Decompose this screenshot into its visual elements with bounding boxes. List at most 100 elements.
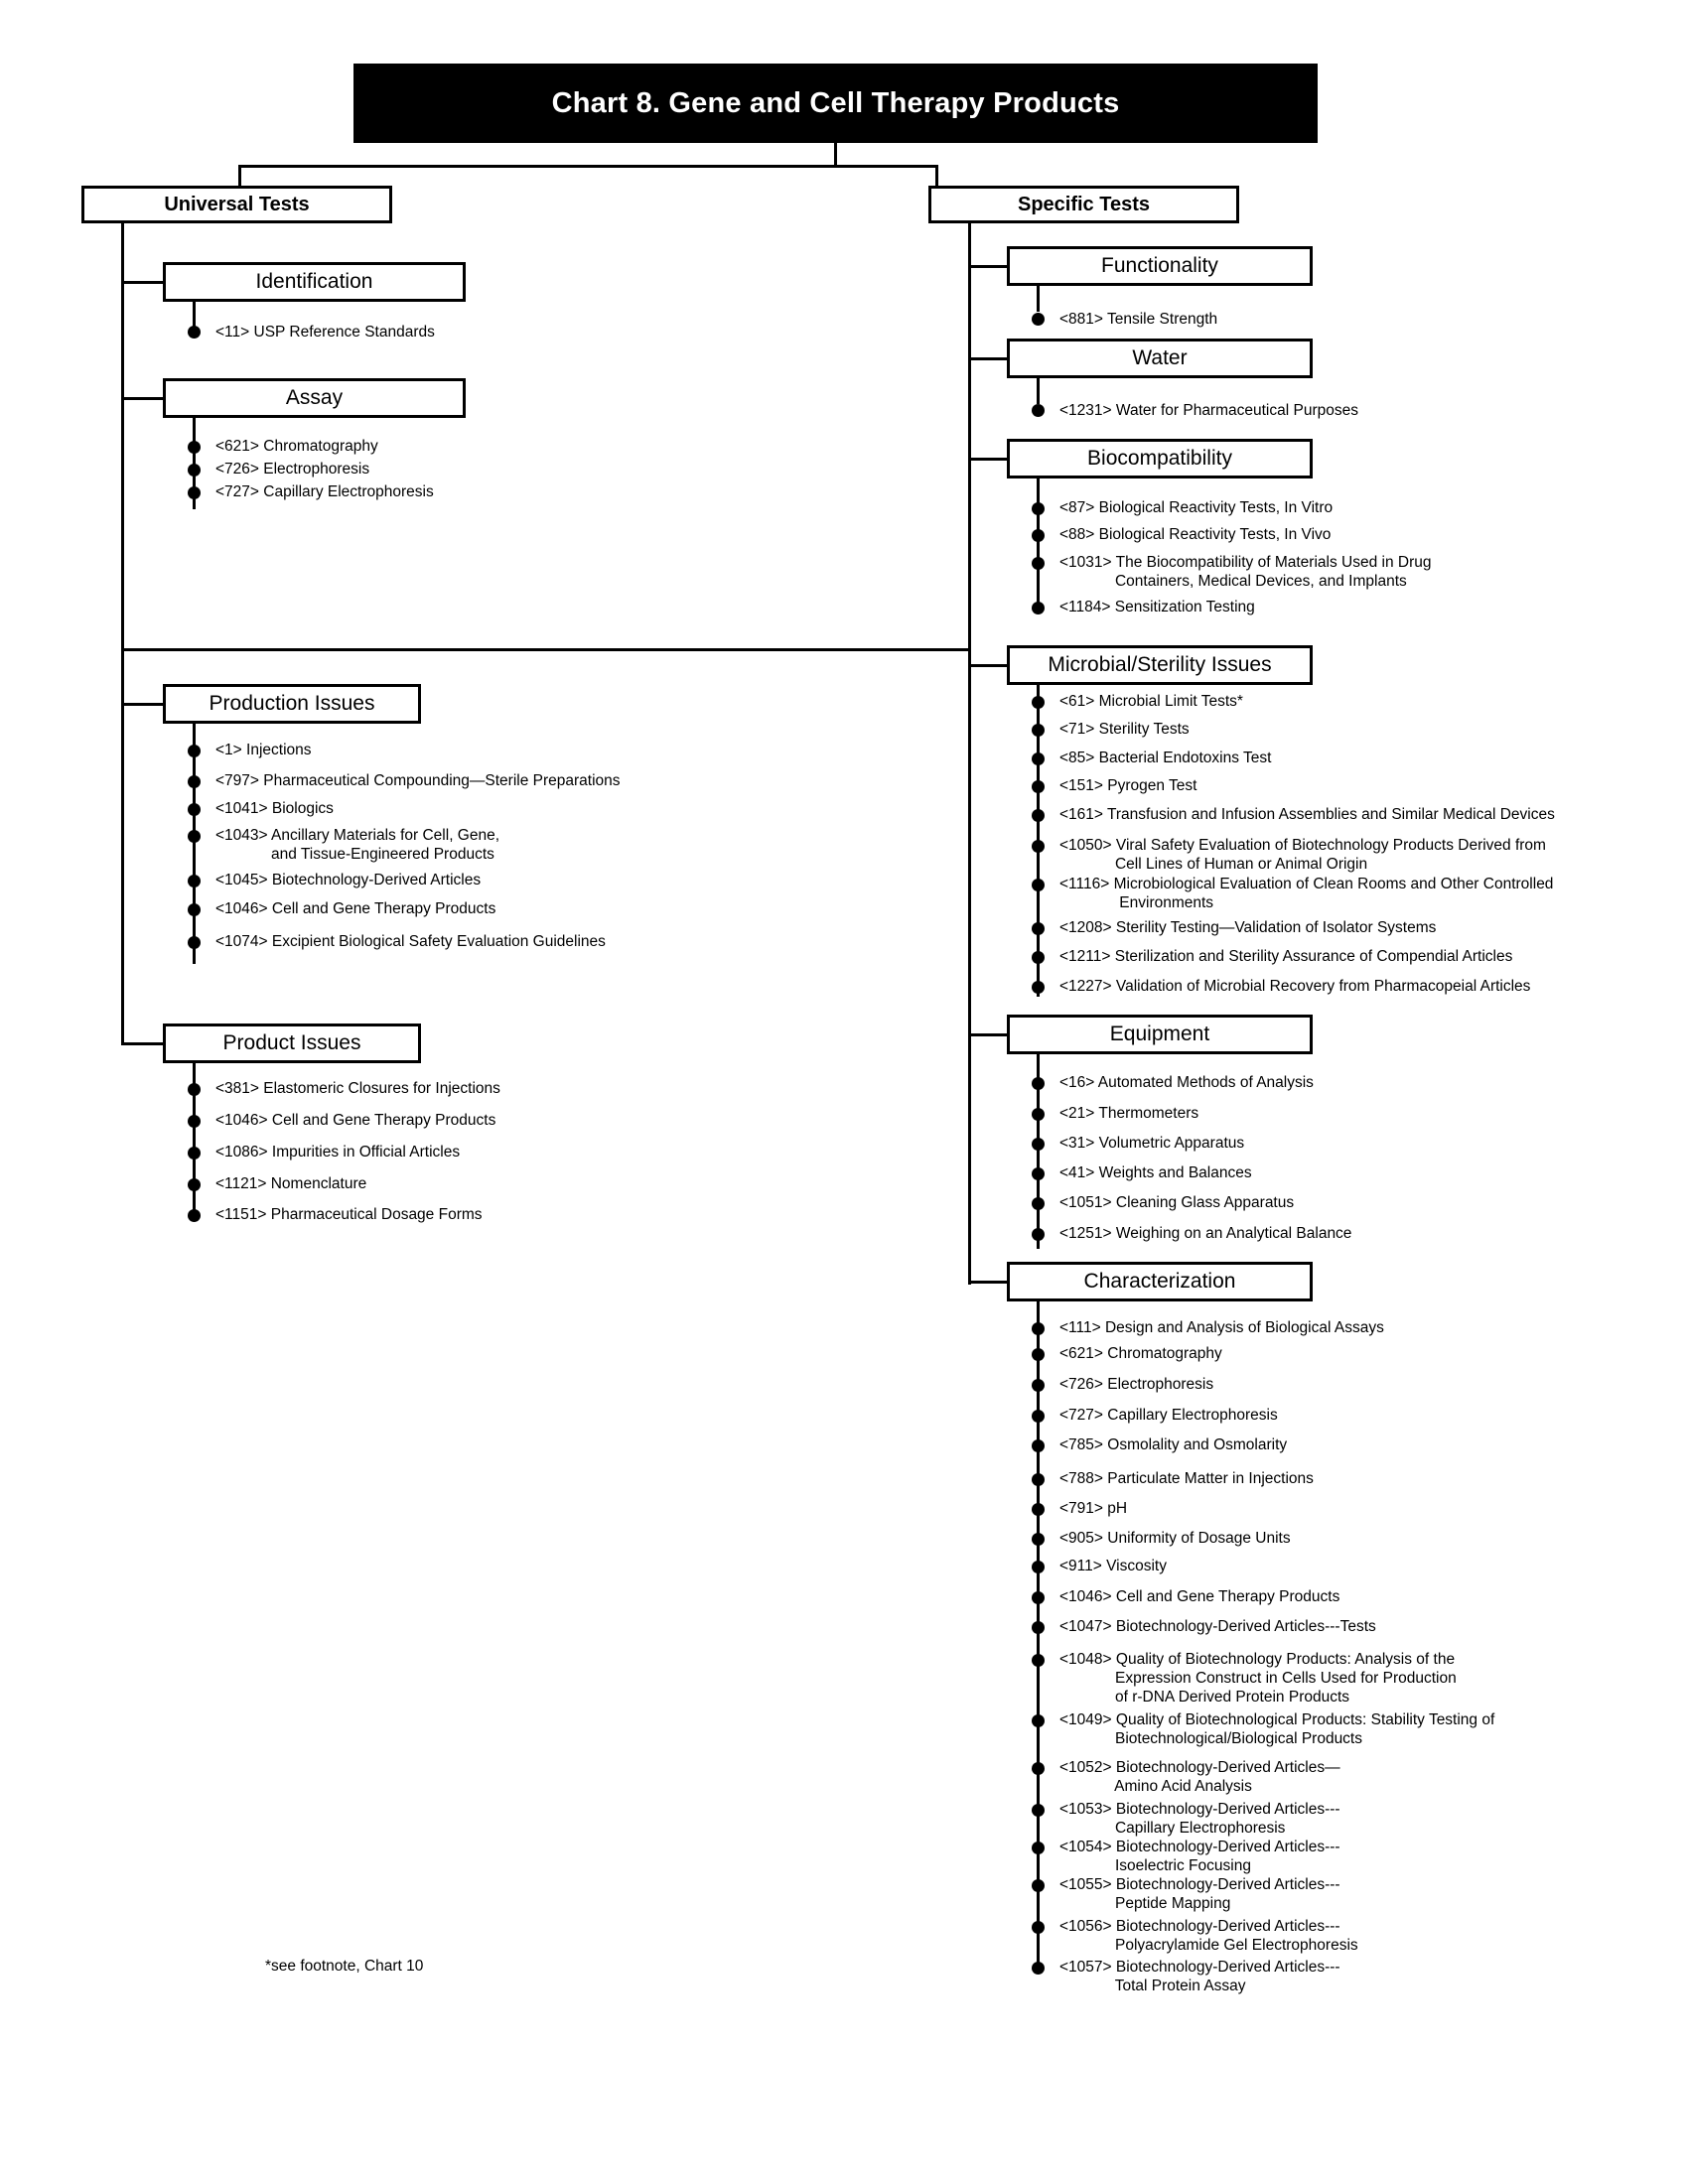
bullet-icon bbox=[1032, 1804, 1045, 1817]
list-item[interactable]: <1043> Ancillary Materials for Cell, Gen… bbox=[188, 826, 621, 871]
list-item-label: <16> Automated Methods of Analysis bbox=[1059, 1074, 1314, 1091]
node-product-issues[interactable]: Product Issues bbox=[163, 1024, 421, 1063]
bullet-icon bbox=[1032, 1077, 1045, 1090]
node-identification[interactable]: Identification bbox=[163, 262, 466, 302]
list-item[interactable]: <727> Capillary Electrophoresis bbox=[1032, 1406, 1494, 1435]
list-item[interactable]: <1251> Weighing on an Analytical Balance bbox=[1032, 1224, 1351, 1248]
list-item-label: <1056> Biotechnology-Derived Articles---… bbox=[1059, 1918, 1358, 1954]
list-item[interactable]: <726> Electrophoresis bbox=[1032, 1375, 1494, 1406]
list-item[interactable]: <1049> Quality of Biotechnological Produ… bbox=[1032, 1710, 1494, 1758]
list-item[interactable]: <1054> Biotechnology-Derived Articles---… bbox=[1032, 1838, 1494, 1875]
list-item[interactable]: <1121> Nomenclature bbox=[188, 1174, 500, 1205]
list-item[interactable]: <87> Biological Reactivity Tests, In Vit… bbox=[1032, 498, 1432, 525]
list-item-label: <1184> Sensitization Testing bbox=[1059, 599, 1255, 615]
list-item[interactable]: <1048> Quality of Biotechnology Products… bbox=[1032, 1650, 1494, 1710]
list-item[interactable]: <381> Elastomeric Closures for Injection… bbox=[188, 1079, 500, 1111]
list-item[interactable]: <151> Pyrogen Test bbox=[1032, 776, 1555, 805]
bullet-icon bbox=[188, 830, 201, 843]
list-item[interactable]: <1227> Validation of Microbial Recovery … bbox=[1032, 977, 1555, 1001]
footnote-text: *see footnote, Chart 10 bbox=[265, 1958, 424, 1975]
list-item-label: <727> Capillary Electrophoresis bbox=[1059, 1407, 1278, 1424]
bullet-icon bbox=[1032, 1533, 1045, 1546]
bullet-icon bbox=[1032, 502, 1045, 515]
bullet-icon bbox=[188, 441, 201, 454]
list-item[interactable]: <797> Pharmaceutical Compounding—Sterile… bbox=[188, 771, 621, 799]
list-item[interactable]: <1055> Biotechnology-Derived Articles---… bbox=[1032, 1875, 1494, 1917]
connector-microbial bbox=[968, 664, 1009, 667]
node-assay[interactable]: Assay bbox=[163, 378, 466, 418]
list-item[interactable]: <31> Volumetric Apparatus bbox=[1032, 1134, 1351, 1163]
node-universal-tests[interactable]: Universal Tests bbox=[81, 186, 392, 223]
bullet-icon bbox=[1032, 879, 1045, 891]
bullet-icon bbox=[1032, 780, 1045, 793]
bullet-icon bbox=[1032, 951, 1045, 964]
list-item[interactable]: <1056> Biotechnology-Derived Articles---… bbox=[1032, 1917, 1494, 1958]
connector-water bbox=[968, 357, 1009, 360]
list-item[interactable]: <1> Injections bbox=[188, 741, 621, 771]
list-item[interactable]: <726> Electrophoresis bbox=[188, 460, 434, 482]
connector-identification bbox=[121, 281, 164, 284]
bullet-icon bbox=[1032, 1108, 1045, 1121]
node-biocompatibility[interactable]: Biocompatibility bbox=[1007, 439, 1313, 478]
list-item-label: <1049> Quality of Biotechnological Produ… bbox=[1059, 1711, 1495, 1747]
list-item[interactable]: <1045> Biotechnology-Derived Articles bbox=[188, 871, 621, 899]
list-item[interactable]: <1041> Biologics bbox=[188, 799, 621, 826]
list-item[interactable]: <1053> Biotechnology-Derived Articles---… bbox=[1032, 1800, 1494, 1838]
list-item-label: <1211> Sterilization and Sterility Assur… bbox=[1059, 948, 1513, 965]
list-item[interactable]: <1116> Microbiological Evaluation of Cle… bbox=[1032, 875, 1555, 918]
node-equipment[interactable]: Equipment bbox=[1007, 1015, 1313, 1054]
node-production-issues[interactable]: Production Issues bbox=[163, 684, 421, 724]
list-item[interactable]: <41> Weights and Balances bbox=[1032, 1163, 1351, 1193]
microbial-items: <61> Microbial Limit Tests* <71> Sterili… bbox=[1032, 692, 1555, 1001]
bullet-icon bbox=[188, 486, 201, 499]
list-item[interactable]: <1031> The Biocompatibility of Materials… bbox=[1032, 553, 1432, 598]
list-item[interactable]: <1051> Cleaning Glass Apparatus bbox=[1032, 1193, 1351, 1224]
node-characterization[interactable]: Characterization bbox=[1007, 1262, 1313, 1301]
list-item[interactable]: <1208> Sterility Testing—Validation of I… bbox=[1032, 918, 1555, 947]
list-item[interactable]: <1046> Cell and Gene Therapy Products bbox=[188, 1111, 500, 1143]
bullet-icon bbox=[1032, 529, 1045, 542]
bullet-icon bbox=[1032, 313, 1045, 326]
list-item[interactable]: <788> Particulate Matter in Injections bbox=[1032, 1469, 1494, 1499]
list-item[interactable]: <1052> Biotechnology-Derived Articles— A… bbox=[1032, 1758, 1494, 1800]
node-functionality[interactable]: Functionality bbox=[1007, 246, 1313, 286]
identification-items: <11> USP Reference Standards bbox=[188, 323, 435, 341]
node-microbial-sterility-issues[interactable]: Microbial/Sterility Issues bbox=[1007, 645, 1313, 685]
list-item[interactable]: <1050> Viral Safety Evaluation of Biotec… bbox=[1032, 836, 1555, 875]
list-item[interactable]: <1151> Pharmaceutical Dosage Forms bbox=[188, 1205, 500, 1235]
list-item[interactable]: <621> Chromatography bbox=[188, 437, 434, 460]
connector-biocompatibility bbox=[968, 458, 1009, 461]
list-item[interactable]: <71> Sterility Tests bbox=[1032, 720, 1555, 749]
list-item[interactable]: <1047> Biotechnology-Derived Articles---… bbox=[1032, 1617, 1494, 1650]
node-specific-tests[interactable]: Specific Tests bbox=[928, 186, 1239, 223]
list-item[interactable]: <727> Capillary Electrophoresis bbox=[188, 482, 434, 505]
list-item-label: <788> Particulate Matter in Injections bbox=[1059, 1470, 1314, 1487]
list-item[interactable]: <88> Biological Reactivity Tests, In Viv… bbox=[1032, 525, 1432, 553]
list-item[interactable]: <785> Osmolality and Osmolarity bbox=[1032, 1435, 1494, 1469]
node-water[interactable]: Water bbox=[1007, 339, 1313, 378]
list-item[interactable]: <621> Chromatography bbox=[1032, 1344, 1494, 1375]
list-item[interactable]: <911> Viscosity bbox=[1032, 1557, 1494, 1587]
list-item-label: <151> Pyrogen Test bbox=[1059, 777, 1197, 794]
list-item[interactable]: <1231> Water for Pharmaceutical Purposes bbox=[1032, 401, 1358, 420]
list-item[interactable]: <1211> Sterilization and Sterility Assur… bbox=[1032, 947, 1555, 977]
list-item[interactable]: <85> Bacterial Endotoxins Test bbox=[1032, 749, 1555, 776]
list-item[interactable]: <21> Thermometers bbox=[1032, 1104, 1351, 1134]
list-item[interactable]: <1046> Cell and Gene Therapy Products bbox=[188, 899, 621, 932]
list-item-label: <726> Electrophoresis bbox=[215, 461, 370, 478]
list-item[interactable]: <1046> Cell and Gene Therapy Products bbox=[1032, 1587, 1494, 1617]
list-item[interactable]: <1057> Biotechnology-Derived Articles---… bbox=[1032, 1958, 1494, 1997]
list-item[interactable]: <11> USP Reference Standards bbox=[188, 323, 435, 341]
list-item[interactable]: <1086> Impurities in Official Articles bbox=[188, 1143, 500, 1174]
connector-product-issues bbox=[121, 1042, 164, 1045]
list-item[interactable]: <111> Design and Analysis of Biological … bbox=[1032, 1318, 1494, 1344]
list-item[interactable]: <1184> Sensitization Testing bbox=[1032, 598, 1432, 621]
list-item[interactable]: <61> Microbial Limit Tests* bbox=[1032, 692, 1555, 720]
bullet-icon bbox=[1032, 1439, 1045, 1452]
list-item[interactable]: <161> Transfusion and Infusion Assemblie… bbox=[1032, 805, 1555, 836]
list-item[interactable]: <16> Automated Methods of Analysis bbox=[1032, 1073, 1351, 1104]
list-item[interactable]: <905> Uniformity of Dosage Units bbox=[1032, 1529, 1494, 1557]
list-item[interactable]: <791> pH bbox=[1032, 1499, 1494, 1529]
list-item[interactable]: <881> Tensile Strength bbox=[1032, 310, 1217, 329]
list-item[interactable]: <1074> Excipient Biological Safety Evalu… bbox=[188, 932, 621, 956]
